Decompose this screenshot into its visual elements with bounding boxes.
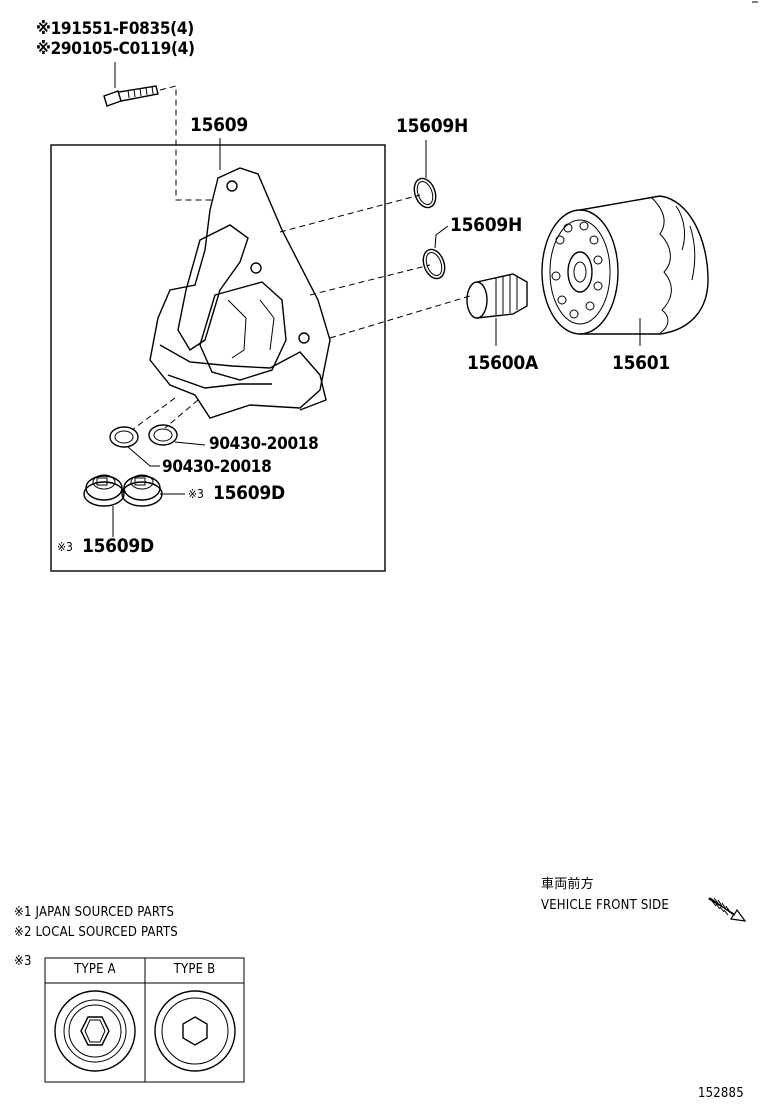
o-ring-upper-part-number: 15609H [396,115,468,137]
dash-line-lower [329,295,471,339]
dash-line-gasket-left [131,397,176,431]
legend-note-japan: ※1 JAPAN SOURCED PARTS [14,905,175,920]
plug-right-note-mark: ※3 [188,487,204,501]
figure-number: 152885 [698,1086,744,1101]
dash-line-gasket-right [164,399,199,429]
plug-left-drawing [83,474,125,537]
oil-pump-frame [50,144,386,572]
oil-pump-drawing [149,167,331,419]
legend-note-local: ※2 LOCAL SOURCED PARTS [14,925,178,940]
plug-left-part-number: 15609D [82,535,154,557]
union-part-number: 15600A [467,352,538,374]
bolt-dash-line [159,85,212,201]
o-ring-lower-drawing [422,225,449,280]
o-ring-upper-drawing [413,140,437,209]
plug-left-note-mark: ※3 [57,540,73,554]
gasket-right-part-number: 90430-20018 [209,434,319,454]
oil-filter-drawing [541,195,709,346]
plug-right-drawing [121,474,185,507]
gasket-left-part-number: 90430-20018 [162,457,272,477]
union-drawing [466,273,528,346]
oil-pump-part-number: 15609 [190,114,248,136]
type-b-plug-icon [154,990,236,1072]
oil-filter-part-number: 15601 [612,352,670,374]
o-ring-lower-part-number: 15609H [450,214,522,236]
bolt-japan-part-number: ※191551-F0835(4) [36,19,194,39]
plug-right-part-number: 15609D [213,482,285,504]
legend-note3-mark: ※3 [14,954,32,969]
type-a-header: TYPE A [74,962,116,977]
type-a-plug-icon [54,990,136,1072]
dash-line-upper [279,194,421,233]
plug-type-table [44,957,245,1083]
direction-japanese-label: 車両前方 [541,877,594,892]
type-b-header: TYPE B [173,962,216,977]
front-direction-arrow [708,897,747,922]
direction-english-label: VEHICLE FRONT SIDE [541,898,669,913]
gasket-left-drawing [109,426,160,467]
bolt-drawing [103,62,212,201]
bolt-local-part-number: ※290105-C0119(4) [36,39,195,59]
gasket-right-drawing [148,424,206,446]
dash-line-middle [309,264,431,296]
